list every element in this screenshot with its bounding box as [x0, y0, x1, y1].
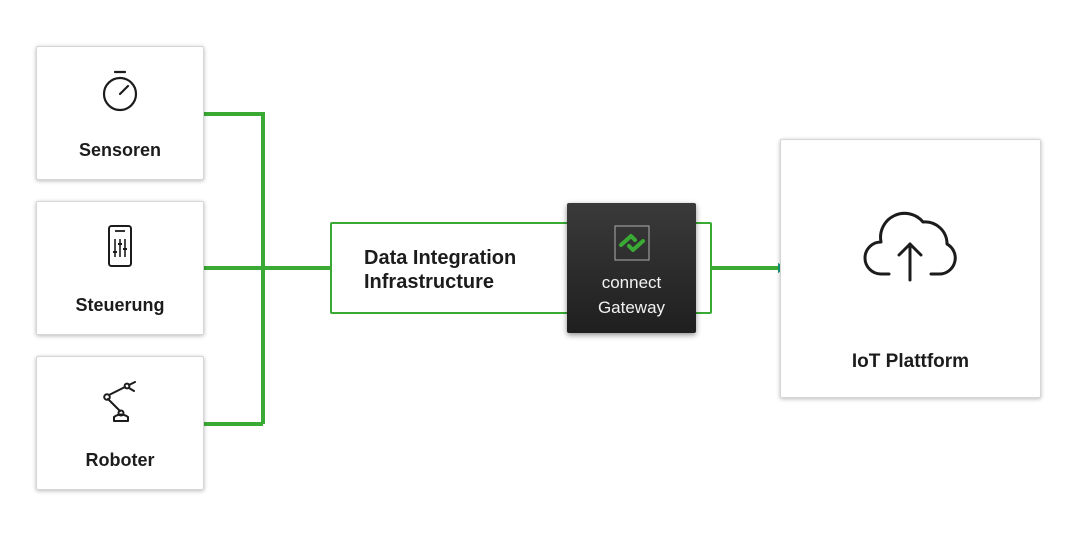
iot-platform-card: IoT Plattform	[780, 139, 1041, 398]
connect-logo-icon	[614, 225, 650, 261]
device-label-sensoren: Sensoren	[78, 140, 162, 160]
device-card-sensoren: Sensoren	[36, 46, 204, 180]
dii-title-line2: Infrastructure	[364, 271, 495, 293]
device-label-roboter: Roboter	[85, 450, 155, 470]
device-card-steuerung: Steuerung	[36, 201, 204, 335]
iot-platform-label: IoT Plattform	[851, 351, 970, 372]
control-panel-icon	[108, 225, 132, 267]
cloud-upload-icon	[863, 211, 957, 282]
data-integration-title: Data Integration Infrastructure	[364, 246, 564, 294]
dii-title-line1: Data Integration	[364, 247, 517, 269]
device-card-roboter: Roboter	[36, 356, 204, 490]
robot-arm-icon	[103, 381, 136, 422]
connect-gateway-box: connect Gateway	[567, 203, 696, 333]
device-label-steuerung: Steuerung	[75, 295, 165, 315]
gateway-label-line1: connect	[601, 273, 662, 292]
gateway-label-line2: Gateway	[597, 298, 666, 317]
stopwatch-icon	[102, 70, 138, 112]
